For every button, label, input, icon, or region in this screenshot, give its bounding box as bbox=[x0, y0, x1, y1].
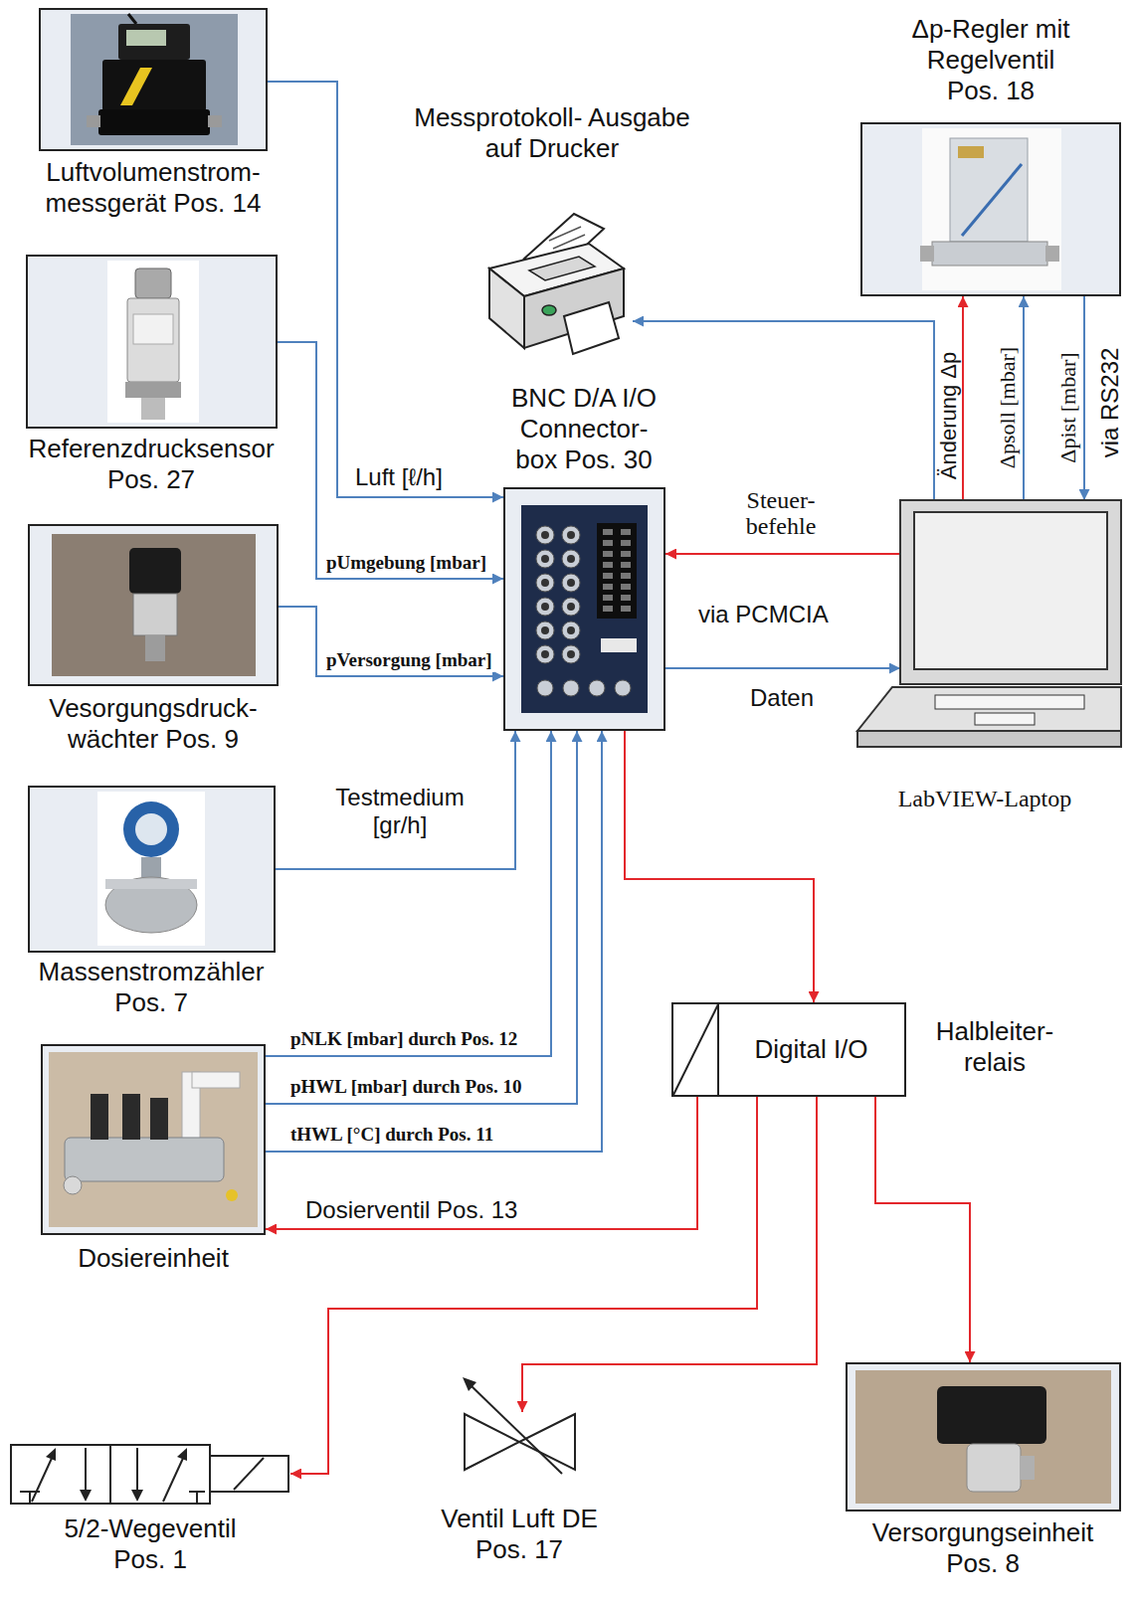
device-photo-box: Vesorgungsdruck- wächter Pos. 9 bbox=[27, 524, 279, 687]
laptop-icon: LabVIEW-Laptop bbox=[900, 500, 1122, 685]
connector bbox=[278, 606, 504, 677]
device-photo-box-art bbox=[847, 1364, 1120, 1511]
device-photo-box-art bbox=[40, 9, 266, 150]
connector bbox=[632, 321, 935, 501]
node-text: Vesorgungsdruck- wächter Pos. 9 bbox=[23, 693, 283, 756]
caption: Luftvolumenstrom- messgerät Pos. 14 bbox=[23, 157, 283, 219]
relay-box: Digital I/OHalbleiter- relais bbox=[671, 1002, 907, 1098]
box-label: Digital I/O bbox=[718, 1004, 905, 1096]
edge-label: pUmgebung [mbar] bbox=[324, 552, 489, 575]
valve-symbol-art bbox=[9, 1444, 291, 1506]
node-text: LabVIEW-Laptop bbox=[865, 785, 1105, 812]
caption: BNC D/A I/O Connector- box Pos. 30 bbox=[500, 382, 668, 477]
connector bbox=[875, 1097, 970, 1363]
node-text: Massenstromzähler Pos. 7 bbox=[21, 956, 281, 1019]
laptop-icon-art bbox=[900, 500, 1122, 685]
edge-label: Steuer- befehle bbox=[724, 487, 838, 541]
caption: Ventil Luft DE Pos. 17 bbox=[419, 1504, 619, 1566]
caption: 5/2-Wegeventil Pos. 1 bbox=[35, 1514, 265, 1576]
edge-label: tHWL [°C] durch Pos. 11 bbox=[288, 1124, 496, 1147]
node-text: Luftvolumenstrom- messgerät Pos. 14 bbox=[23, 157, 283, 219]
connector bbox=[265, 731, 577, 1105]
connector bbox=[522, 1097, 817, 1413]
caption: Δp-Regler mit Regelventil Pos. 18 bbox=[904, 13, 1079, 108]
device-photo-box-art bbox=[29, 787, 274, 951]
valve-symbol: Ventil Luft DE Pos. 17 bbox=[462, 1412, 577, 1473]
connector bbox=[665, 667, 901, 670]
device-photo-box-art bbox=[862, 124, 1120, 295]
caption: Referenzdrucksensor Pos. 27 bbox=[21, 433, 281, 496]
edge-label: Daten bbox=[748, 684, 816, 713]
caption: LabVIEW-Laptop bbox=[865, 785, 1105, 812]
caption: Messprotokoll- Ausgabe auf Drucker bbox=[402, 102, 702, 165]
connector-box-art bbox=[505, 489, 664, 730]
node-text: 5/2-Wegeventil Pos. 1 bbox=[35, 1514, 265, 1576]
connector bbox=[624, 731, 814, 1003]
edge-label: Änderung Δp bbox=[937, 350, 960, 482]
printer-icon: Messprotokoll- Ausgabe auf Drucker bbox=[469, 189, 633, 364]
caption: Massenstromzähler Pos. 7 bbox=[21, 956, 281, 1019]
edge-label: Δpist [mbar] bbox=[1056, 350, 1080, 465]
edge-label: Luft [ℓ/h] bbox=[353, 463, 445, 492]
device-photo-box: Luftvolumenstrom- messgerät Pos. 14 bbox=[38, 7, 268, 152]
edge-label: pNLK [mbar] durch Pos. 12 bbox=[288, 1028, 520, 1052]
node-text: Versorgungseinheit Pos. 8 bbox=[858, 1517, 1108, 1580]
node-text: Digital I/O bbox=[754, 1034, 868, 1066]
node-text: Ventil Luft DE Pos. 17 bbox=[419, 1504, 619, 1566]
valve-symbol: 5/2-Wegeventil Pos. 1 bbox=[9, 1444, 291, 1506]
node-text: Halbleiter- relais bbox=[925, 1016, 1065, 1079]
connector bbox=[265, 1097, 698, 1230]
device-photo-box-art bbox=[29, 526, 277, 685]
node-text: Δp-Regler mit Regelventil Pos. 18 bbox=[904, 13, 1079, 108]
connector-box: BNC D/A I/O Connector- box Pos. 30 bbox=[503, 487, 666, 732]
node-text: Dosiereinheit bbox=[33, 1243, 273, 1275]
annotation-label: via PCMCIA bbox=[696, 600, 831, 629]
edge-label: Δpsoll [mbar] bbox=[995, 345, 1019, 471]
connector bbox=[265, 731, 602, 1152]
edge-label: Dosierventil Pos. 13 bbox=[303, 1196, 520, 1225]
printer-icon-art bbox=[469, 189, 633, 364]
connector bbox=[290, 1097, 758, 1475]
node-text: BNC D/A I/O Connector- box Pos. 30 bbox=[500, 382, 668, 477]
node-text: Messprotokoll- Ausgabe auf Drucker bbox=[402, 102, 702, 165]
caption: Vesorgungsdruck- wächter Pos. 9 bbox=[23, 693, 283, 756]
edge-label: pVersorgung [mbar] bbox=[324, 649, 495, 673]
caption: Halbleiter- relais bbox=[925, 1016, 1065, 1079]
connector bbox=[1083, 296, 1086, 501]
connector bbox=[275, 731, 516, 870]
connector bbox=[265, 731, 552, 1057]
device-photo-box-art bbox=[42, 1046, 264, 1234]
edge-label: pHWL [mbar] durch Pos. 10 bbox=[288, 1076, 524, 1100]
device-photo-box: Massenstromzähler Pos. 7 bbox=[27, 785, 276, 953]
device-photo-box: Dosiereinheit bbox=[40, 1044, 266, 1236]
node-text: Referenzdrucksensor Pos. 27 bbox=[21, 433, 281, 496]
device-photo-box: Versorgungseinheit Pos. 8 bbox=[845, 1362, 1122, 1513]
device-photo-box-art bbox=[27, 256, 276, 427]
edge-label: Testmedium [gr/h] bbox=[308, 783, 492, 839]
connector bbox=[267, 81, 504, 498]
valve-symbol-art bbox=[462, 1412, 577, 1473]
connector bbox=[961, 296, 964, 501]
connector bbox=[1022, 296, 1025, 501]
connector bbox=[665, 553, 901, 556]
caption: Dosiereinheit bbox=[33, 1243, 273, 1275]
connector bbox=[277, 342, 504, 579]
device-photo-box: Referenzdrucksensor Pos. 27 bbox=[25, 254, 278, 429]
annotation-label: via RS232 bbox=[1096, 346, 1125, 461]
caption: Versorgungseinheit Pos. 8 bbox=[858, 1517, 1108, 1580]
device-photo-box: Δp-Regler mit Regelventil Pos. 18 bbox=[860, 122, 1122, 297]
